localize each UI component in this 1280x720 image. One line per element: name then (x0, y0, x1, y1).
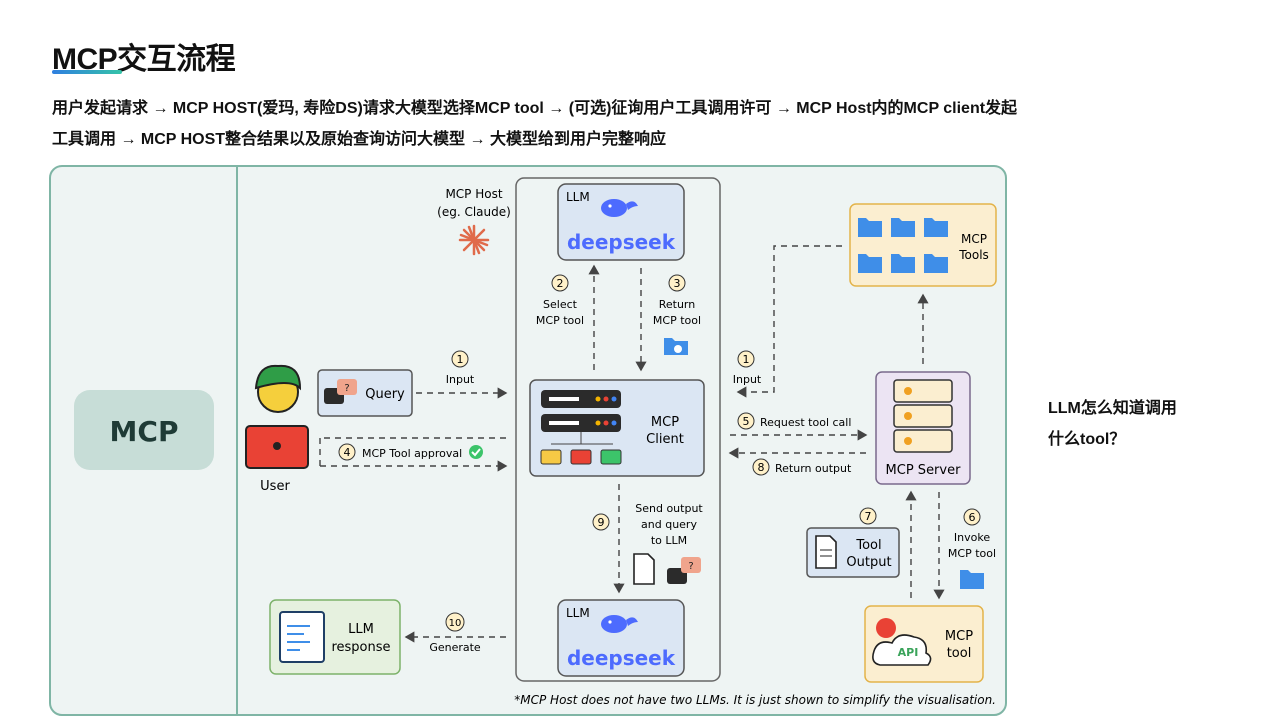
user-avatar-icon (245, 364, 309, 469)
step-2-line-2: MCP tool (536, 314, 584, 327)
step-6-badge (963, 508, 981, 526)
llm-response-label-2: response (331, 640, 390, 655)
step-4-label: MCP Tool approval (362, 447, 462, 460)
send-doc-icon: ? (633, 553, 701, 585)
step-4-badge (338, 443, 356, 461)
mcp-pill-label: MCP (110, 415, 179, 448)
step-2-badge (551, 274, 569, 292)
arrow-tools-to-client (736, 245, 842, 398)
step-1-user-label: Input (446, 373, 475, 386)
tools-label-1: MCP (961, 232, 987, 246)
step-1-server-label: Input (733, 373, 762, 386)
title-underline (52, 70, 122, 74)
step-5-num: 5 (743, 415, 750, 428)
step-8-badge (752, 458, 770, 476)
gear-icon (876, 618, 896, 638)
invoke-folder-icon (960, 570, 984, 589)
step-10-badge (445, 612, 465, 632)
query-label: Query (365, 387, 405, 402)
tools-label-2: Tools (958, 248, 989, 262)
host-label-1: MCP Host (445, 187, 502, 201)
step-1-user-badge (451, 350, 469, 368)
step-7-badge (859, 507, 877, 525)
tool-output-label-1: Tool (855, 538, 881, 553)
approval-check-icon (469, 445, 483, 459)
server-rack-icon (893, 379, 953, 453)
api-cloud-icon (872, 634, 932, 666)
query-chat-icon: ? (324, 379, 357, 404)
svg-text:?: ? (344, 383, 349, 394)
llm-bottom-tag: LLM (566, 606, 590, 620)
deepseek-whale-icon (601, 199, 638, 217)
client-label-1: MCP (651, 415, 679, 430)
svg-text:?: ? (688, 561, 693, 572)
llm-bottom-box (557, 599, 685, 677)
side-note-line-2: 什么tool？ (1048, 431, 1126, 448)
claude-icon (458, 224, 490, 256)
step-9-line-2: and query (641, 518, 697, 531)
user-label: User (260, 479, 290, 494)
mcp-tool-label-2: tool (947, 646, 972, 661)
tools-folder-icons (858, 218, 948, 273)
host-label-2: (eg. Claude) (437, 205, 511, 219)
step-5-badge (737, 412, 755, 430)
folder-icon (664, 338, 688, 355)
side-note-line-1: LLM怎么知道调用 (1048, 400, 1177, 417)
step-3-line-2: MCP tool (653, 314, 701, 327)
step-9-line-1: Send output (635, 502, 703, 515)
step-2-num: 2 (557, 277, 564, 290)
mcp-pill (74, 390, 214, 470)
server-stack-icon (540, 390, 622, 465)
step-9-badge (592, 513, 610, 531)
step-4-num: 4 (344, 446, 351, 459)
diagram-panel (49, 165, 1007, 716)
step-8-label: Return output (775, 462, 852, 475)
side-note: LLM怎么知道调用 什么tool？ (1048, 393, 1218, 455)
mcp-tool-label-1: MCP (945, 629, 973, 644)
step-2-line-1: Select (543, 298, 578, 311)
step-6-line-1: Invoke (954, 531, 990, 544)
mcp-host-box (515, 177, 721, 682)
flow-line-1: 用户发起请求 → MCP HOST(爱玛, 寿险DS)请求大模型选择MCP to… (52, 100, 1018, 117)
api-label: API (898, 646, 919, 659)
deepseek-top-label: deepseek (567, 230, 676, 254)
step-1-server-num: 1 (743, 353, 750, 366)
step-1-user-num: 1 (457, 353, 464, 366)
step-3-num: 3 (674, 277, 681, 290)
document-icon (815, 535, 837, 569)
step-3-line-1: Return (659, 298, 696, 311)
response-doc-icon (279, 611, 325, 663)
step-6-line-2: MCP tool (948, 547, 996, 560)
step-6-num: 6 (969, 511, 976, 524)
deepseek-bottom-label: deepseek (567, 646, 676, 670)
flow-description: 用户发起请求 → MCP HOST(爱玛, 寿险DS)请求大模型选择MCP to… (52, 93, 1232, 155)
flow-line-2: 工具调用 → MCP HOST整合结果以及原始查询访问大模型 → 大模型给到用户… (52, 131, 666, 148)
step-10-label: Generate (429, 641, 481, 654)
mcp-tools-box (849, 203, 997, 287)
step-5-label: Request tool call (760, 416, 851, 429)
deepseek-whale-bottom-icon (601, 615, 638, 633)
step-9-line-3: to LLM (651, 534, 687, 547)
client-label-2: Client (646, 432, 684, 447)
server-label: MCP Server (886, 463, 962, 478)
tool-output-label-2: Output (846, 555, 891, 570)
llm-top-tag: LLM (566, 190, 590, 204)
step-1-server-badge (737, 350, 755, 368)
footnote: *MCP Host does not have two LLMs. It is … (514, 693, 996, 707)
step-7-num: 7 (865, 510, 872, 523)
llm-response-label-1: LLM (348, 622, 374, 637)
step-10-num: 10 (449, 618, 462, 629)
step-8-num: 8 (758, 461, 765, 474)
step-9-num: 9 (598, 516, 605, 529)
llm-top-box (557, 183, 685, 261)
step-3-badge (668, 274, 686, 292)
